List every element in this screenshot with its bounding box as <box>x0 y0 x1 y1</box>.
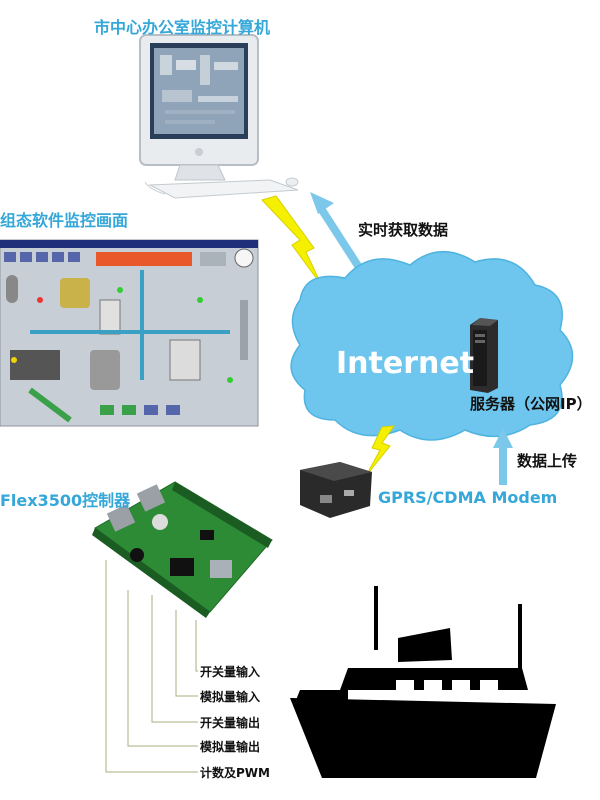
server-label: 服务器（公网IP） <box>470 395 592 413</box>
monitor-icon <box>139 34 259 181</box>
io-label-digital-output: 开关量输出 <box>200 716 261 730</box>
io-leader-lines <box>105 560 198 773</box>
lightning-icon <box>261 195 323 287</box>
cloud-icon <box>290 250 574 441</box>
controller-board-icon <box>92 481 273 618</box>
server-icon <box>470 318 498 393</box>
io-label-digital-input: 开关量输入 <box>200 665 261 679</box>
data-upload-label: 数据上传 <box>517 452 578 470</box>
lightning-icon <box>365 425 396 477</box>
io-label-analog-output: 模拟量输出 <box>200 740 261 754</box>
office-computer-title: 市中心办公室监控计算机 <box>94 18 271 37</box>
controller-title: Flex3500控制器 <box>0 491 131 510</box>
io-label-analog-input: 模拟量输入 <box>200 690 261 704</box>
modem-label: GPRS/CDMA Modem <box>378 488 558 507</box>
realtime-data-label: 实时获取数据 <box>358 221 449 239</box>
up-arrow-icon <box>493 428 513 485</box>
keyboard-icon <box>144 177 299 199</box>
scada-screen-icon <box>0 239 259 427</box>
io-label-counter-pwm: 计数及PWM <box>200 766 270 780</box>
modem-icon <box>300 462 372 518</box>
internet-label: Internet <box>336 346 475 381</box>
ship-icon <box>290 586 556 778</box>
scada-title: 组态软件监控画面 <box>0 211 129 230</box>
